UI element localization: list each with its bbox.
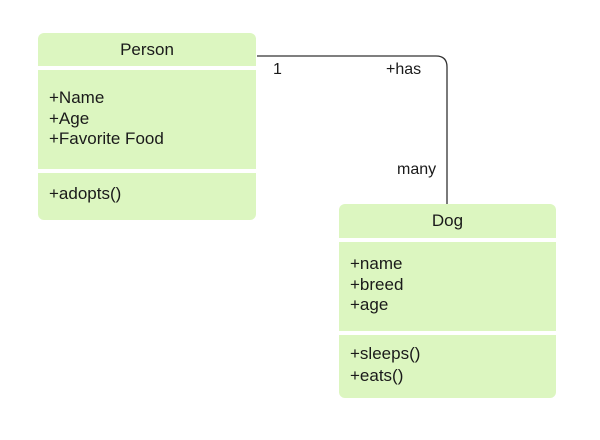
attribute: +age	[350, 295, 389, 314]
class-person-title: Person	[120, 39, 174, 59]
attribute: +Age	[49, 108, 90, 128]
source-multiplicity-label: 1	[273, 61, 282, 78]
class-dog-header: Dog	[339, 204, 556, 238]
attribute: +Favorite Food	[49, 129, 164, 148]
attribute: +Name	[49, 88, 105, 107]
method: +eats()	[350, 365, 404, 385]
attribute: +breed	[350, 274, 404, 294]
association-line	[257, 55, 448, 204]
class-person[interactable]: Person +Name +Age +Favorite Food +adopts…	[38, 33, 256, 220]
class-person-attributes: +Name +Age +Favorite Food	[38, 70, 256, 169]
target-multiplicity-label: many	[397, 161, 437, 178]
class-dog-attributes: +name +breed +age	[339, 242, 556, 331]
method: +adopts()	[49, 184, 122, 203]
method: +sleeps()	[350, 344, 421, 363]
attribute: +name	[350, 254, 403, 273]
class-dog-methods: +sleeps() +eats()	[339, 335, 556, 398]
class-dog-title: Dog	[431, 211, 464, 230]
role-label: +has	[386, 61, 422, 78]
class-person-methods: +adopts()	[38, 173, 256, 220]
class-person-header: Person	[38, 33, 256, 66]
class-dog[interactable]: Dog +name +breed +age +sleeps() +eats()	[339, 204, 556, 398]
